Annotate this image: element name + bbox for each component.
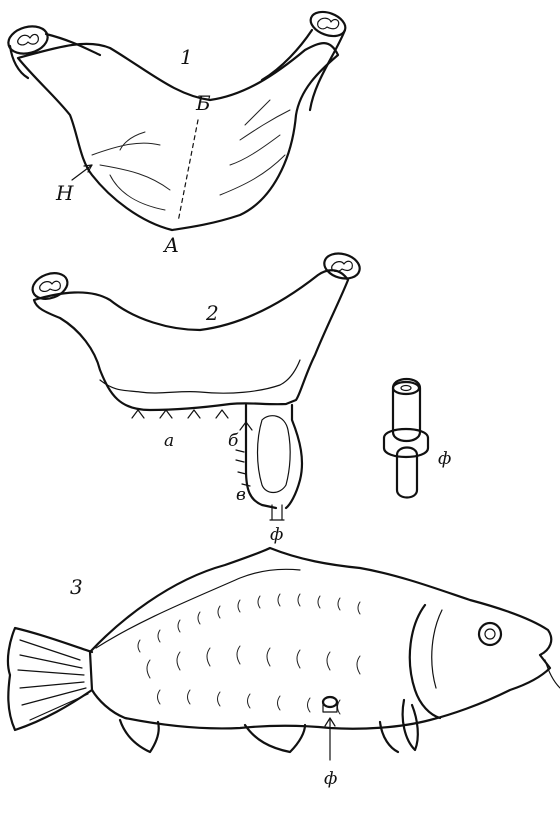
label-a-upper: А (162, 233, 179, 257)
panel-1-swim-bladder: 1 Б А Н (5, 8, 348, 257)
label-f-fish: ф (324, 769, 337, 789)
panel-2-bladder-with-tube: 2 а б в ф ф (29, 250, 451, 545)
label-b-lower: б (228, 431, 239, 451)
panel-1-number: 1 (180, 45, 193, 69)
label-v: в (236, 485, 246, 505)
label-b-upper: Б (195, 91, 211, 115)
label-a-lower: а (164, 431, 174, 451)
label-f-fitting: ф (438, 449, 451, 469)
label-n: Н (55, 181, 74, 205)
label-f-tube: ф (270, 525, 283, 545)
fitting-on-fish (323, 697, 337, 712)
panel-2-number: 2 (205, 301, 219, 325)
panel-3-number: 3 (70, 575, 83, 599)
panel-3-carp: 3 ф (8, 548, 560, 789)
rubber-fitting-spool (384, 379, 428, 498)
